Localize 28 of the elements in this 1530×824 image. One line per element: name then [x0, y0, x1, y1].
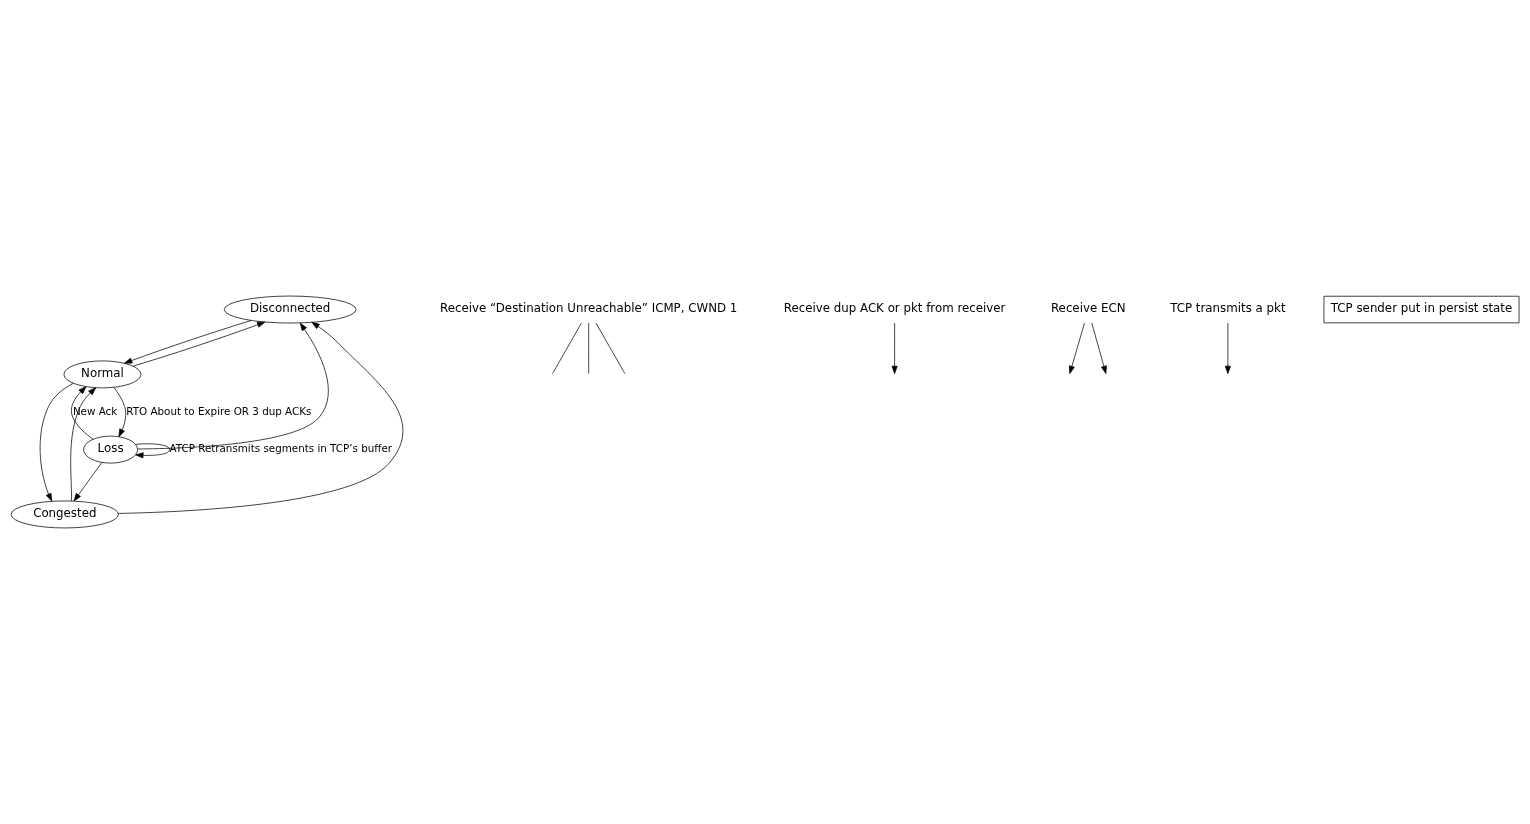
node-ellipse: Loss: [83, 435, 138, 464]
arrow: [1069, 322, 1085, 374]
node-text: Receive “Destination Unreachable” ICMP, CWND 1: [440, 301, 738, 316]
connector: [595, 322, 626, 374]
edge-label: RTO About to Expire OR 3 dup ACKs: [126, 404, 312, 417]
arrow: [70, 387, 97, 502]
node-ellipse: Congested: [10, 500, 119, 529]
arrow: [1224, 322, 1231, 374]
arrow: [73, 462, 103, 502]
node-text: TCP transmits a pkt: [1170, 301, 1286, 316]
legend-label: TCP sender put in persist state: [1330, 301, 1513, 316]
arrow: [135, 443, 170, 459]
arrow: [132, 321, 266, 367]
arrow: [124, 320, 252, 364]
edge-label: New Ack: [72, 404, 118, 417]
arrow: [118, 322, 404, 514]
arrow: [137, 322, 329, 450]
node-ellipse: Disconnected: [223, 295, 357, 324]
arrow: [113, 387, 127, 437]
arrow: [39, 382, 74, 502]
node-text: Receive dup ACK or pkt from receiver: [783, 301, 1006, 316]
edge-label: ATCP Retransmits segments in TCP’s buffer: [169, 442, 393, 455]
node-text: Receive ECN: [1050, 301, 1126, 316]
arrow: [71, 386, 94, 440]
arrow: [1091, 322, 1107, 374]
arrow: [891, 322, 898, 374]
connector: [552, 322, 582, 374]
node-ellipse: Normal: [63, 360, 142, 389]
